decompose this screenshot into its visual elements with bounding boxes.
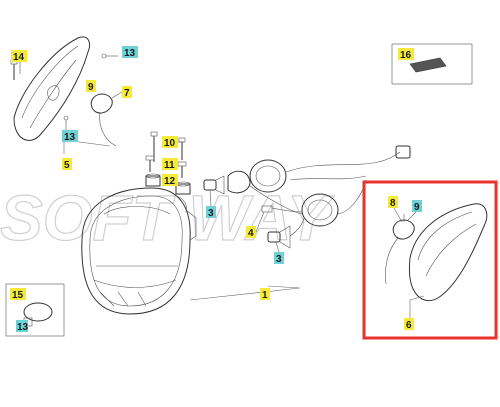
callout-bg-10 <box>162 136 178 148</box>
callout-bg-4 <box>246 226 256 238</box>
highlight-box <box>362 180 498 340</box>
callout-bg-16 <box>398 48 414 60</box>
callout-9a: 9 <box>88 82 94 93</box>
callout-bg-13b <box>62 130 78 142</box>
callout-labels: 14 13 9 7 13 5 10 11 12 3 4 <box>10 46 422 333</box>
screw-14 <box>10 59 18 80</box>
callout-bg-9b <box>412 200 422 212</box>
right-turn-indicator <box>385 203 488 302</box>
callout-bg-6 <box>404 318 414 330</box>
callout-8: 8 <box>390 198 396 209</box>
watermark: SOFT WAY <box>0 182 335 254</box>
callout-5: 5 <box>64 160 70 171</box>
callout-13a: 13 <box>124 48 136 59</box>
fasteners <box>145 131 191 195</box>
callout-bg-1 <box>260 288 270 300</box>
callout-3a: 3 <box>208 208 214 219</box>
callout-bg-14 <box>11 50 27 62</box>
callout-bg-8 <box>388 196 398 208</box>
callout-3b: 3 <box>276 254 282 265</box>
callout-bg-5 <box>62 158 72 170</box>
bulb-and-wiring <box>203 145 411 249</box>
callout-bg-15 <box>10 288 26 300</box>
left-turn-indicator <box>13 36 118 147</box>
callout-bg-3a <box>206 206 216 218</box>
callout-bg-13a <box>122 46 138 58</box>
callout-12: 12 <box>164 176 176 187</box>
callout-13c: 13 <box>17 322 29 333</box>
headlight-assembly <box>81 187 197 315</box>
callout-bg-12 <box>162 174 178 186</box>
callout-15: 15 <box>12 290 24 301</box>
callout-bg-3b <box>274 252 284 264</box>
callout-10: 10 <box>164 138 176 149</box>
adhesive-pad-box <box>391 43 473 85</box>
callout-11: 11 <box>164 160 175 171</box>
callout-bg-13c <box>16 320 28 332</box>
callout-9b: 9 <box>414 202 420 213</box>
callout-16: 16 <box>400 50 412 61</box>
callout-14: 14 <box>13 52 25 63</box>
callout-7: 7 <box>124 88 130 99</box>
callout-bg-7 <box>122 86 132 98</box>
callout-1: 1 <box>262 290 268 301</box>
callout-4: 4 <box>248 228 254 239</box>
callout-bg-11 <box>162 158 178 170</box>
callout-13b: 13 <box>64 132 76 143</box>
callout-6: 6 <box>406 320 412 331</box>
callout-bg-9a <box>86 80 96 92</box>
